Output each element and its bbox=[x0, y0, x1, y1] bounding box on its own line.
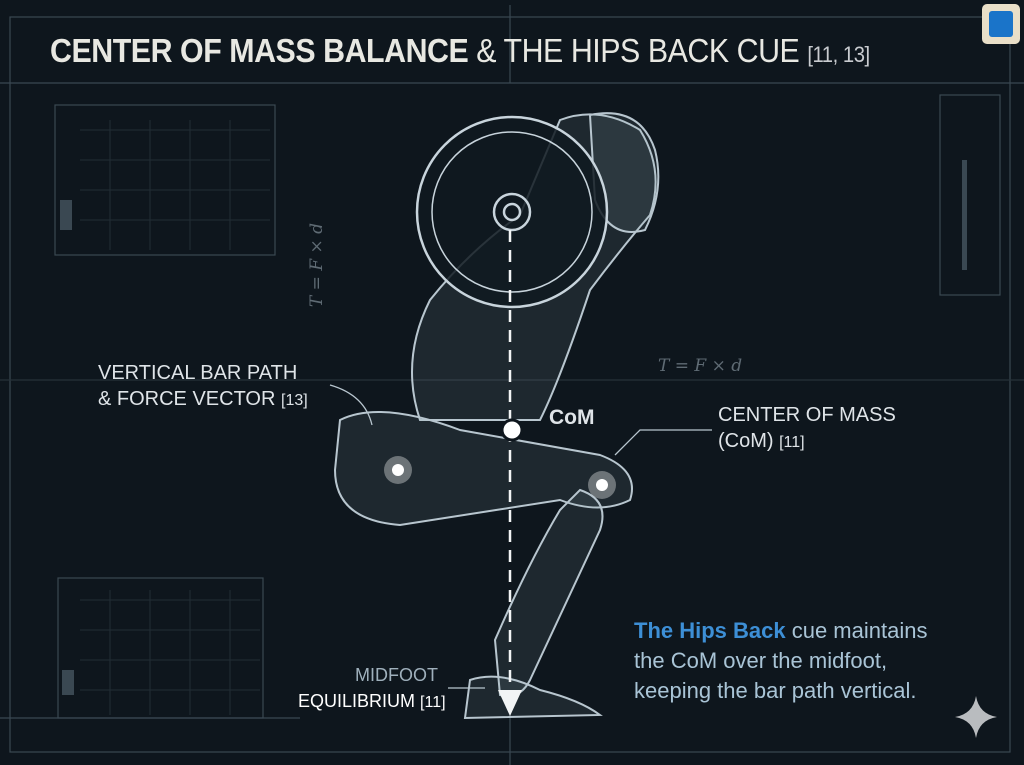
bar-path-label: VERTICAL BAR PATH & FORCE VECTOR [13] bbox=[98, 360, 308, 414]
thigh bbox=[333, 411, 633, 527]
joint-glows bbox=[384, 456, 616, 499]
midfoot-label: MIDFOOT EQUILIBRIUM [11] bbox=[298, 662, 446, 716]
bar-path-label-line2: & FORCE VECTOR bbox=[98, 388, 276, 410]
com-ref: [11] bbox=[779, 434, 805, 451]
title-bold: CENTER OF MASS BALANCE bbox=[50, 32, 469, 69]
barbell-plate bbox=[415, 115, 609, 309]
torque-formula-vertical: T = F × d bbox=[307, 222, 328, 308]
bar-path-ref: [13] bbox=[281, 392, 308, 409]
app-badge-icon[interactable] bbox=[982, 4, 1020, 44]
midfoot-ref: [11] bbox=[420, 694, 446, 711]
foot bbox=[463, 675, 603, 720]
com-label-line2: (CoM) bbox=[718, 430, 774, 452]
com-short-label: CoM bbox=[549, 406, 595, 429]
midfoot-label-line1: MIDFOOT bbox=[355, 665, 438, 685]
midfoot-label-line2: EQUILIBRIUM bbox=[298, 691, 416, 711]
note-highlight: The Hips Back bbox=[634, 618, 786, 643]
note-line3: keeping the bar path vertical. bbox=[634, 678, 917, 703]
note-line2: the CoM over the midfoot, bbox=[634, 648, 888, 673]
com-marker bbox=[500, 418, 524, 442]
force-arrow-icon bbox=[498, 690, 522, 716]
com-label-line1: CENTER OF MASS bbox=[718, 404, 896, 426]
hips-back-note: The Hips Back cue maintains the CoM over… bbox=[634, 616, 927, 706]
page-title: CENTER OF MASS BALANCE & THE HIPS BACK C… bbox=[50, 32, 870, 70]
title-ref: [11, 13] bbox=[807, 42, 870, 67]
bar-path-label-line1: VERTICAL BAR PATH bbox=[98, 362, 298, 384]
com-label: CENTER OF MASS (CoM) [11] bbox=[718, 402, 896, 456]
title-rest: & THE HIPS BACK CUE bbox=[476, 32, 800, 69]
torque-formula-horizontal: T = F × d bbox=[658, 356, 743, 376]
sparkle-icon bbox=[955, 696, 997, 738]
note-line1: cue maintains bbox=[785, 618, 928, 643]
